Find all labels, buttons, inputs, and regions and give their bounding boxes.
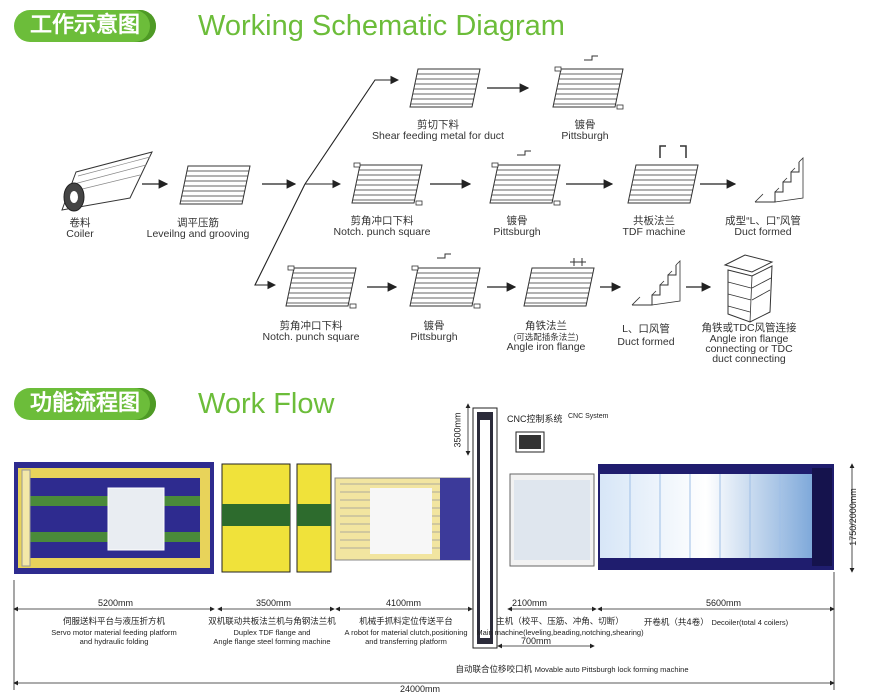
pitt2-label-zh: 镀骨 [506,215,528,227]
dim-1750-vertical: 1750/2000mm [847,488,858,546]
coiler-icon [61,151,153,212]
dim-3500: 3500mm [256,598,292,608]
dim-5200: 5200mm [98,598,134,608]
tdf-sheet-icon [627,164,699,204]
notch2-label-zh: 剪角冲口下料 [279,320,343,332]
pittsburgh-machine [472,407,498,649]
pitt2-label-en: Pittsburgh [493,226,541,238]
duct2-label-en: Duct formed [617,336,675,348]
angle-label-zh: 角铁法兰 [525,320,567,332]
shear-label-en: Shear feeding metal for duct [372,130,504,142]
robot-caption: 机械手抓料定位传送平台 A robot for material clutch,… [344,617,468,646]
pitt1-label-en: Pittsburgh [561,130,609,142]
servo-caption: 伺服送料平台与液压折方机 Servo motor material feedin… [51,617,177,646]
shear-label-zh: 剪切下料 [417,119,459,131]
tdf-label-en: TDF machine [622,226,686,238]
branch-down-arrow-icon [254,183,306,290]
cnc-label-en: CNC System [568,413,609,420]
decoiler [598,464,834,570]
shear-sheet-icon [409,68,481,108]
leveling-label-en: Leveilng and grooving [146,228,250,240]
notch2-label-en: Notch. punch square [262,331,360,343]
connect-label-en1: Angle iron flange [709,333,789,345]
duct1-label-zh: 成型“L、口”风管 [725,215,801,227]
leveling-sheet-icon [179,165,251,205]
section2-badge: 功能流程图 [14,388,157,420]
leveling-label-zh: 调平压筋 [177,217,219,229]
duplex-tdf-machine [221,463,332,573]
cnc-label-zh: CNC控制系统 [507,414,563,424]
duct2-label-zh: L、口风管 [622,323,670,335]
pittsburgh-caption: 自动联合位移咬口机 Movable auto Pittsburgh lock f… [455,665,689,675]
schematic-diagram [61,55,804,323]
decoiler-caption: 开卷机（共4卷） Decoiler(total 4 coilers) [643,618,789,628]
duct-formed-icon [631,260,681,306]
coiler-label-en: Coiler [66,228,94,240]
connect-label-en2: connecting or TDC [705,343,793,355]
branch-up-arrow-icon [304,75,400,185]
section1-title: Working Schematic Diagram [198,10,565,42]
main-caption: 主机（校平、压筋、冲角、切断） Main machine(leveling,be… [476,617,644,637]
main-machine [509,431,595,567]
section1-badge: 工作示意图 [14,10,157,42]
dim-24000: 24000mm [400,684,441,694]
pitt3-label-en: Pittsburgh [410,331,458,343]
notch1-label-en: Notch. punch square [333,226,431,238]
coiler-label-zh: 卷料 [69,217,91,229]
connect-label-en3: duct connecting [712,353,786,365]
robot-transfer-platform [334,477,471,561]
angle-label-en: Angle iron flange [506,341,586,353]
duplex-caption: 双机联动共板法兰机与角钢法兰机 Duplex TDF flange and An… [208,617,336,646]
tdf-label-zh: 共板法兰 [633,215,675,227]
notch-sheet-icon [285,265,357,309]
dim-2100: 2100mm [512,598,548,608]
notch-sheet-icon [351,162,423,206]
duct-connected-icon [723,254,774,323]
angle-label-note: (可选配插条法兰) [513,332,579,342]
dim-5600: 5600mm [706,598,742,608]
dimension-lines [13,403,855,690]
connect-label-zh: 角铁或TDC风管连接 [701,322,797,334]
pittsburgh-sheet-icon [409,265,481,309]
section2-title: Work Flow [198,388,335,420]
pitt1-label-zh: 镀骨 [574,119,596,131]
duct-formed-icon [754,157,804,203]
dim-4100: 4100mm [386,598,422,608]
dim-700: 700mm [521,636,552,646]
angle-sheet-icon [523,267,595,307]
dim-3500-vertical: 3500mm [452,412,463,448]
pittsburgh-sheet-icon [489,162,561,206]
servo-platform [14,462,214,574]
notch1-label-zh: 剪角冲口下料 [350,215,414,227]
pittsburgh-sheet-icon [552,66,624,110]
duct1-label-en: Duct formed [734,226,792,238]
pitt3-label-zh: 镀骨 [423,320,445,332]
